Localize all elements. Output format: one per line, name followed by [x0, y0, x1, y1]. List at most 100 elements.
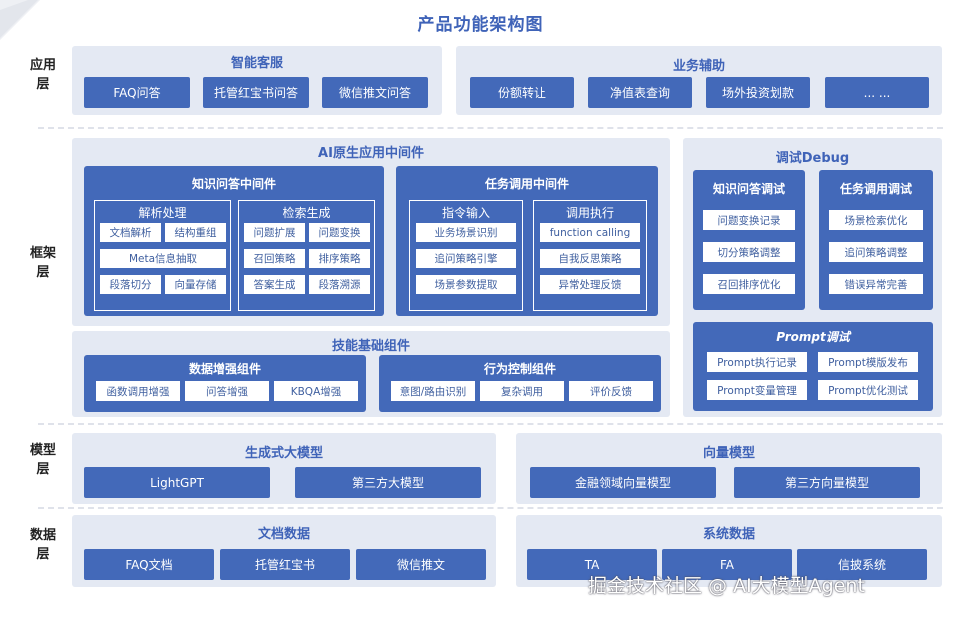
app-item[interactable]: 场外投资划款 [706, 77, 810, 108]
app-item[interactable]: ... ... [825, 77, 929, 108]
business-aid-panel: 业务辅助 份额转让 净值表查询 场外投资划款 ... ... [456, 46, 942, 115]
chip: 场景检索优化 [829, 210, 923, 230]
chip: 异常处理反馈 [540, 275, 640, 294]
chip: 排序策略 [309, 249, 370, 268]
data-enhance-box: 数据增强组件 函数调用增强 问答增强 KBQA增强 [84, 355, 366, 412]
data-item[interactable]: FA [662, 549, 792, 580]
model-item[interactable]: 第三方向量模型 [734, 467, 920, 498]
vector-model-panel: 向量模型 金融领域向量模型 第三方向量模型 [516, 433, 942, 504]
box-title: 数据增强组件 [188, 362, 261, 376]
model-item[interactable]: 第三方大模型 [295, 467, 481, 498]
kqa-middleware-box: 知识问答中间件 解析处理 文档解析 结构重组 Meta信息抽取 段落切分 向量存… [84, 166, 384, 316]
doc-data-panel: 文档数据 FAQ文档 托管红宝书 微信推文 [72, 515, 496, 587]
box-title: Prompt调试 [776, 330, 850, 344]
data-item[interactable]: FAQ文档 [84, 549, 214, 580]
chip: Prompt变量管理 [707, 380, 807, 400]
box-title: 调用执行 [565, 206, 614, 220]
task-debug-box: 任务调用调试 场景检索优化 追问策略调整 错误异常完善 [819, 170, 933, 310]
generative-model-panel: 生成式大模型 LightGPT 第三方大模型 [72, 433, 496, 504]
chip: 评价反馈 [569, 381, 653, 401]
page-title: 产品功能架构图 [417, 15, 544, 35]
chip: 问题变换记录 [703, 210, 795, 230]
box-title: 知识问答中间件 [191, 177, 276, 191]
chip: 复杂调用 [480, 381, 564, 401]
panel-title: 系统数据 [702, 527, 755, 542]
panel-title: 技能基础组件 [331, 339, 410, 354]
panel-title: 向量模型 [702, 446, 755, 461]
model-item[interactable]: LightGPT [84, 467, 270, 498]
chip: 问题扩展 [244, 223, 305, 242]
input-box: 指令输入 业务场景识别 追问策略引擎 场景参数提取 [409, 200, 523, 311]
chip: 切分策略调整 [703, 242, 795, 262]
chip: 场景参数提取 [416, 275, 516, 294]
separator [38, 127, 943, 129]
chip: 段落切分 [100, 275, 161, 294]
debug-panel: 调试Debug 知识问答调试 问题变换记录 切分策略调整 召回排序优化 任务调用… [683, 138, 942, 417]
watermark: 掘金技术社区 @ AI大模型Agent [588, 575, 865, 597]
model-item[interactable]: 金融领域向量模型 [530, 467, 716, 498]
box-title: 指令输入 [441, 206, 490, 220]
layer-label-app: 应用层 [30, 58, 57, 92]
retrieve-box: 检索生成 问题扩展 问题变换 召回策略 排序策略 答案生成 段落溯源 [238, 200, 375, 311]
chip: 追问策略调整 [829, 242, 923, 262]
box-title: 知识问答调试 [712, 182, 785, 196]
chip: KBQA增强 [274, 381, 358, 401]
chip: 文档解析 [100, 223, 161, 242]
panel-title: 智能客服 [230, 56, 283, 71]
chip: 问题变换 [309, 223, 370, 242]
chip: 召回排序优化 [703, 274, 795, 294]
chip: 函数调用增强 [96, 381, 180, 401]
box-title: 解析处理 [138, 206, 187, 220]
exec-box: 调用执行 function calling 自我反思策略 异常处理反馈 [533, 200, 647, 311]
panel-title: 业务辅助 [672, 59, 725, 74]
system-data-panel: 系统数据 TA FA 信披系统 [516, 515, 942, 587]
chip: 召回策略 [244, 249, 305, 268]
data-item[interactable]: 微信推文 [356, 549, 486, 580]
chip: Meta信息抽取 [100, 249, 226, 268]
data-item[interactable]: 信披系统 [797, 549, 927, 580]
smart-service-panel: 智能客服 FAQ问答 托管红宝书问答 微信推文问答 [72, 46, 442, 115]
box-title: 检索生成 [282, 206, 331, 220]
data-item[interactable]: 托管红宝书 [220, 549, 350, 580]
app-item[interactable]: FAQ问答 [84, 77, 190, 108]
separator [38, 423, 943, 425]
chip: Prompt执行记录 [707, 352, 807, 372]
app-item[interactable]: 托管红宝书问答 [203, 77, 309, 108]
panel-title: AI原生应用中间件 [318, 146, 424, 161]
separator [38, 507, 943, 509]
panel-title: 调试Debug [775, 151, 850, 166]
kqa-debug-box: 知识问答调试 问题变换记录 切分策略调整 召回排序优化 [693, 170, 805, 310]
corner-decoration [0, 0, 40, 40]
chip: 自我反思策略 [540, 249, 640, 268]
layer-label-data: 数据层 [30, 528, 57, 562]
box-title: 行为控制组件 [483, 362, 556, 376]
skills-panel: 技能基础组件 数据增强组件 函数调用增强 问答增强 KBQA增强 行为控制组件 … [72, 331, 670, 417]
app-item[interactable]: 净值表查询 [588, 77, 692, 108]
layer-label-model: 模型层 [30, 443, 57, 477]
chip: Prompt模版发布 [818, 352, 918, 372]
chip: Prompt优化测试 [818, 380, 918, 400]
chip: 向量存储 [165, 275, 226, 294]
task-middleware-box: 任务调用中间件 指令输入 业务场景识别 追问策略引擎 场景参数提取 调用执行 f… [396, 166, 658, 316]
chip: 问答增强 [185, 381, 269, 401]
layer-label-framework: 框架层 [30, 246, 57, 280]
chip: 错误异常完善 [829, 274, 923, 294]
app-item[interactable]: 份额转让 [470, 77, 574, 108]
chip: 追问策略引擎 [416, 249, 516, 268]
chip: 结构重组 [165, 223, 226, 242]
app-item[interactable]: 微信推文问答 [322, 77, 428, 108]
parse-box: 解析处理 文档解析 结构重组 Meta信息抽取 段落切分 向量存储 [94, 200, 231, 311]
panel-title: 文档数据 [257, 527, 310, 542]
chip: function calling [540, 223, 640, 242]
behavior-control-box: 行为控制组件 意图/路由识别 复杂调用 评价反馈 [379, 355, 661, 412]
panel-title: 生成式大模型 [244, 446, 323, 461]
box-title: 任务调用调试 [839, 182, 912, 196]
prompt-debug-box: Prompt调试 Prompt执行记录 Prompt模版发布 Prompt变量管… [693, 322, 933, 411]
box-title: 任务调用中间件 [484, 177, 569, 191]
ai-middleware-panel: AI原生应用中间件 知识问答中间件 解析处理 文档解析 结构重组 Meta信息抽… [72, 138, 670, 326]
chip: 答案生成 [244, 275, 305, 294]
chip: 业务场景识别 [416, 223, 516, 242]
data-item[interactable]: TA [527, 549, 657, 580]
chip: 段落溯源 [309, 275, 370, 294]
chip: 意图/路由识别 [391, 381, 475, 401]
